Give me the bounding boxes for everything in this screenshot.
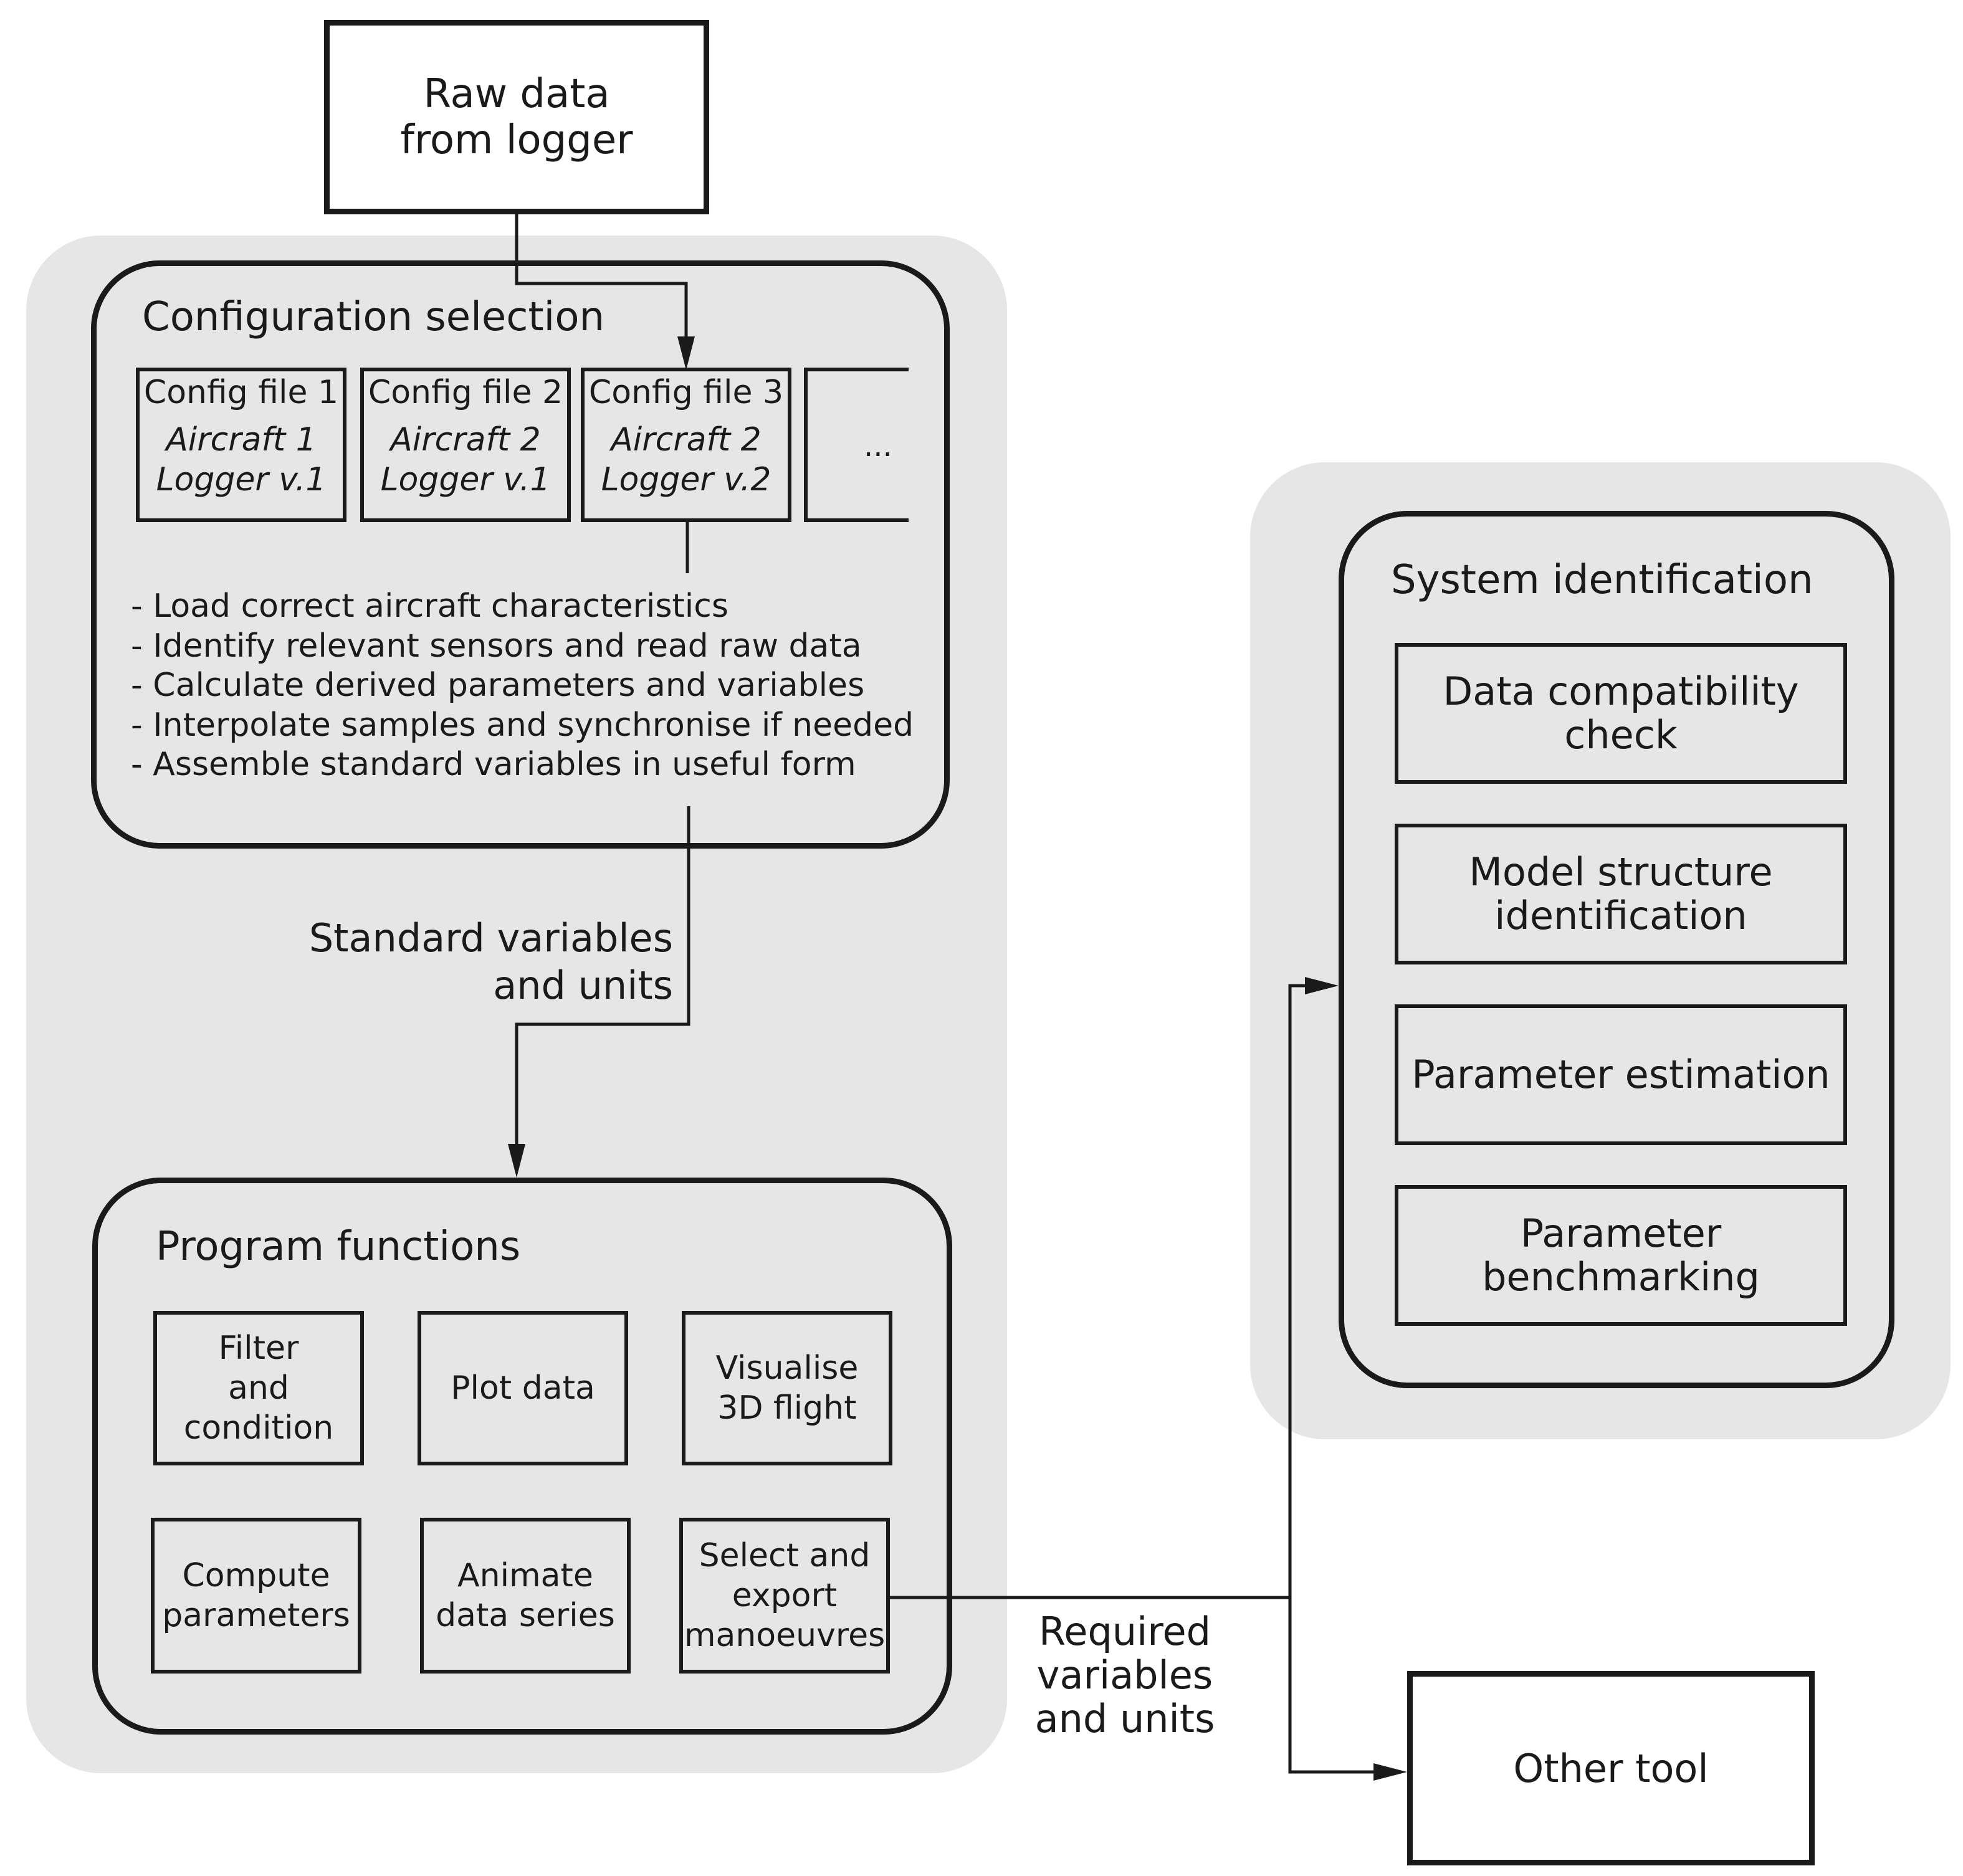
select-export-line-3: manoeuvres: [684, 1617, 886, 1654]
config-file-more: ...: [804, 368, 909, 522]
config-file-2-logger: Logger v.1: [380, 461, 551, 498]
raw-data-line-2: from logger: [400, 117, 633, 163]
compute-parameters-line-2: parameters: [162, 1597, 350, 1634]
config-file-1-logger: Logger v.1: [156, 461, 327, 498]
config-step-1: - Load correct aircraft characteristics: [131, 588, 728, 625]
config-file-2-aircraft: Aircraft 2: [390, 421, 541, 459]
left-panel-background: [26, 236, 1007, 1773]
visualise-3d-line-2: 3D flight: [717, 1389, 857, 1427]
required-variables-line-1: Required: [1039, 1609, 1211, 1654]
compute-parameters-box: Compute parameters: [151, 1518, 361, 1674]
config-file-1-aircraft: Aircraft 1: [166, 421, 317, 459]
branch-to-other-tool-connector: [1288, 1597, 1377, 1774]
config-file-2: Config file 2 Aircraft 2 Logger v.1: [360, 368, 571, 522]
model-structure-line-2: identification: [1494, 893, 1747, 938]
parameter-benchmarking-box: Parameter benchmarking: [1395, 1185, 1847, 1326]
system-identification-title: System identification: [1391, 557, 1813, 603]
plot-data-line-1: Plot data: [451, 1369, 595, 1407]
configuration-selection-title: Configuration selection: [142, 294, 605, 340]
right-panel-background: [1250, 462, 1951, 1439]
compute-parameters-line-1: Compute: [182, 1557, 330, 1594]
standard-variables-line-2: and units: [493, 963, 673, 1008]
config-to-program-connector: [515, 806, 690, 1146]
required-variables-line-2: variables: [1036, 1652, 1213, 1698]
other-tool-box: Other tool: [1407, 1671, 1815, 1865]
other-tool-label: Other tool: [1513, 1745, 1709, 1791]
arrowhead-system-identification: [1305, 977, 1339, 994]
parameter-estimation-box: Parameter estimation: [1395, 1004, 1847, 1145]
raw-data-line-1: Raw data: [423, 71, 610, 117]
config-file-1-title: Config file 1: [143, 374, 339, 411]
standard-variables-line-1: Standard variables: [308, 915, 673, 961]
standard-variables-label: Standard variables and units: [299, 915, 673, 1009]
visualise-3d-line-1: Visualise: [715, 1350, 859, 1387]
data-compatibility-check-box: Data compatibility check: [1395, 643, 1847, 784]
config-file-3: Config file 3 Aircraft 2 Logger v.2: [581, 368, 791, 522]
arrowhead-config-file-3: [677, 336, 695, 370]
config-file-3-logger: Logger v.2: [601, 461, 771, 498]
configuration-selection-box: [91, 260, 950, 849]
data-compatibility-line-1: Data compatibility: [1443, 669, 1799, 714]
filter-condition-box: Filter and condition: [153, 1311, 364, 1465]
filter-condition-line-2: and: [228, 1369, 289, 1407]
config-file-more-ellipsis: ...: [864, 429, 892, 464]
plot-data-box: Plot data: [418, 1311, 628, 1465]
config-step-4: - Interpolate samples and synchronise if…: [131, 706, 914, 744]
arrowhead-other-tool: [1373, 1763, 1407, 1781]
raw-data-box: Raw data from logger: [324, 20, 709, 214]
data-compatibility-line-2: check: [1564, 712, 1678, 758]
config-step-2: - Identify relevant sensors and read raw…: [131, 627, 862, 665]
program-functions-title: Program functions: [156, 1224, 521, 1270]
required-variables-label: Required variables and units: [1010, 1610, 1240, 1741]
select-export-manoeuvres-box: Select and export manoeuvres: [679, 1518, 890, 1674]
select-export-line-1: Select and: [699, 1537, 871, 1574]
config-file-2-title: Config file 2: [368, 374, 563, 411]
parameter-estimation-line-1: Parameter estimation: [1411, 1052, 1830, 1097]
filter-condition-line-3: condition: [183, 1409, 334, 1447]
model-structure-identification-box: Model structure identification: [1395, 824, 1847, 964]
animate-data-series-line-1: Animate: [457, 1557, 593, 1594]
animate-data-series-box: Animate data series: [420, 1518, 631, 1674]
config-file-3-title: Config file 3: [588, 374, 784, 411]
config-step-3: - Calculate derived parameters and varia…: [131, 667, 865, 704]
required-variables-line-3: and units: [1034, 1696, 1215, 1741]
model-structure-line-1: Model structure: [1469, 849, 1773, 895]
system-identification-box: [1339, 511, 1894, 1388]
config-step-5: - Assemble standard variables in useful …: [131, 746, 856, 783]
visualise-3d-box: Visualise 3D flight: [682, 1311, 892, 1465]
branch-to-sysid-connector: [1288, 984, 1309, 1772]
select-export-line-2: export: [732, 1577, 838, 1614]
arrowhead-program-functions: [508, 1144, 525, 1178]
parameter-benchmarking-line-1: Parameter: [1520, 1211, 1722, 1256]
animate-data-series-line-2: data series: [436, 1597, 615, 1634]
raw-to-config-connector: [515, 214, 688, 340]
config-file-1: Config file 1 Aircraft 1 Logger v.1: [136, 368, 346, 522]
filter-condition-line-1: Filter: [218, 1330, 299, 1367]
parameter-benchmarking-line-2: benchmarking: [1482, 1254, 1760, 1300]
program-functions-box: [92, 1178, 952, 1735]
config-steps-list: - Load correct aircraft characteristics …: [131, 587, 914, 785]
config-file-3-aircraft: Aircraft 2: [611, 421, 762, 459]
